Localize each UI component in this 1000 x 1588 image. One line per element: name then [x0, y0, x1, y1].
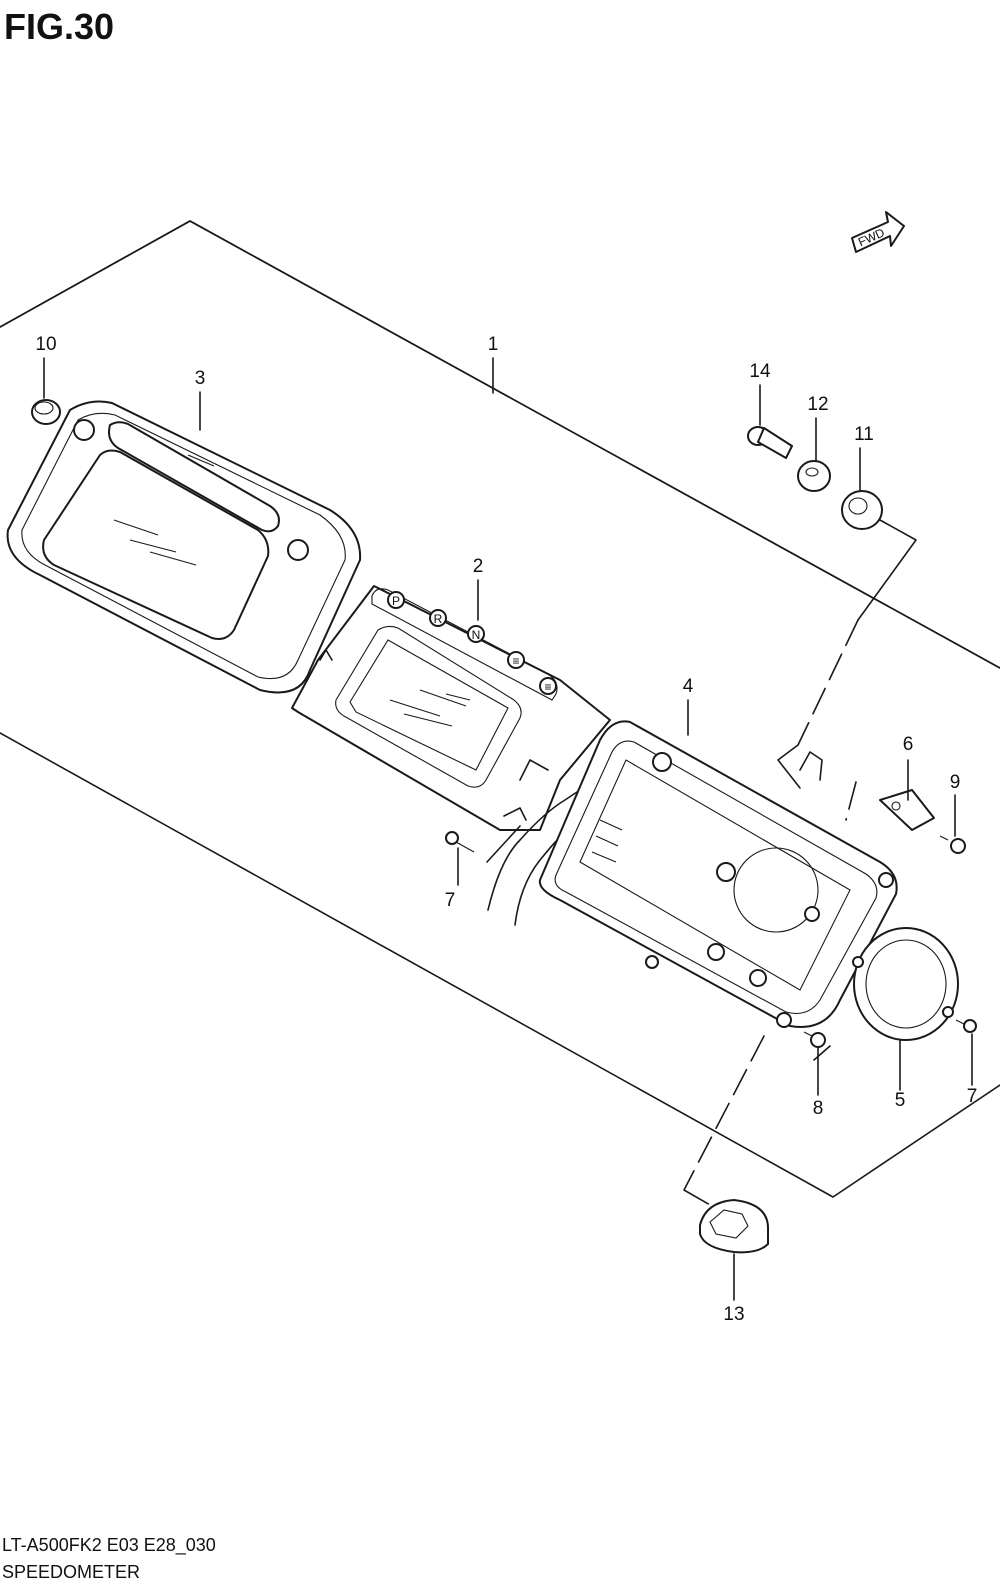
callout-11: 11 — [854, 424, 874, 445]
callout-12: 12 — [807, 394, 828, 415]
callout-7b: 7 — [967, 1086, 978, 1107]
callout-3: 3 — [195, 368, 206, 389]
indicator-lamp-a: ≡ — [512, 654, 519, 668]
part-10-cap — [31, 399, 61, 425]
part-9-screw — [939, 835, 966, 854]
part-11-grommet — [841, 490, 883, 530]
indicator-R: R — [434, 612, 443, 626]
callout-7a: 7 — [445, 890, 456, 911]
figure-title: FIG.30 — [4, 6, 115, 47]
section-name: SPEEDOMETER — [2, 1562, 141, 1582]
callout-2: 2 — [473, 556, 484, 577]
part-4-meter-case — [538, 720, 898, 1028]
callout-13: 13 — [723, 1304, 744, 1325]
part-7-screw-a — [445, 831, 475, 853]
leader-lines — [43, 357, 973, 1301]
callout-4: 4 — [683, 676, 694, 697]
part-12-washer — [797, 460, 831, 492]
indicator-P: P — [392, 594, 400, 608]
part-5-gasket — [852, 927, 959, 1041]
callout-9: 9 — [950, 772, 961, 793]
forward-arrow-icon: FWD — [851, 211, 905, 253]
part-8-screw — [803, 1031, 826, 1048]
callout-1: 1 — [488, 334, 499, 355]
callout-10: 10 — [35, 334, 56, 355]
model-code: LT-A500FK2 E03 E28_030 — [2, 1535, 216, 1555]
callout-6: 6 — [903, 734, 914, 755]
callout-8: 8 — [813, 1098, 824, 1119]
part-3-lens-cover — [6, 400, 362, 694]
indicator-N: N — [472, 628, 481, 642]
part-6-bracket — [879, 789, 935, 831]
dashed-leaders — [683, 619, 859, 1207]
indicator-lamp-b: ≡ — [544, 680, 551, 694]
part-13-grommet — [699, 1199, 769, 1254]
callout-5: 5 — [895, 1090, 906, 1111]
part-14-bolt — [747, 426, 793, 459]
part-2-indicator-panel: P R N ≡ ≡ — [291, 585, 611, 831]
callout-14: 14 — [749, 361, 771, 382]
part-7-screw-b — [955, 1019, 977, 1033]
